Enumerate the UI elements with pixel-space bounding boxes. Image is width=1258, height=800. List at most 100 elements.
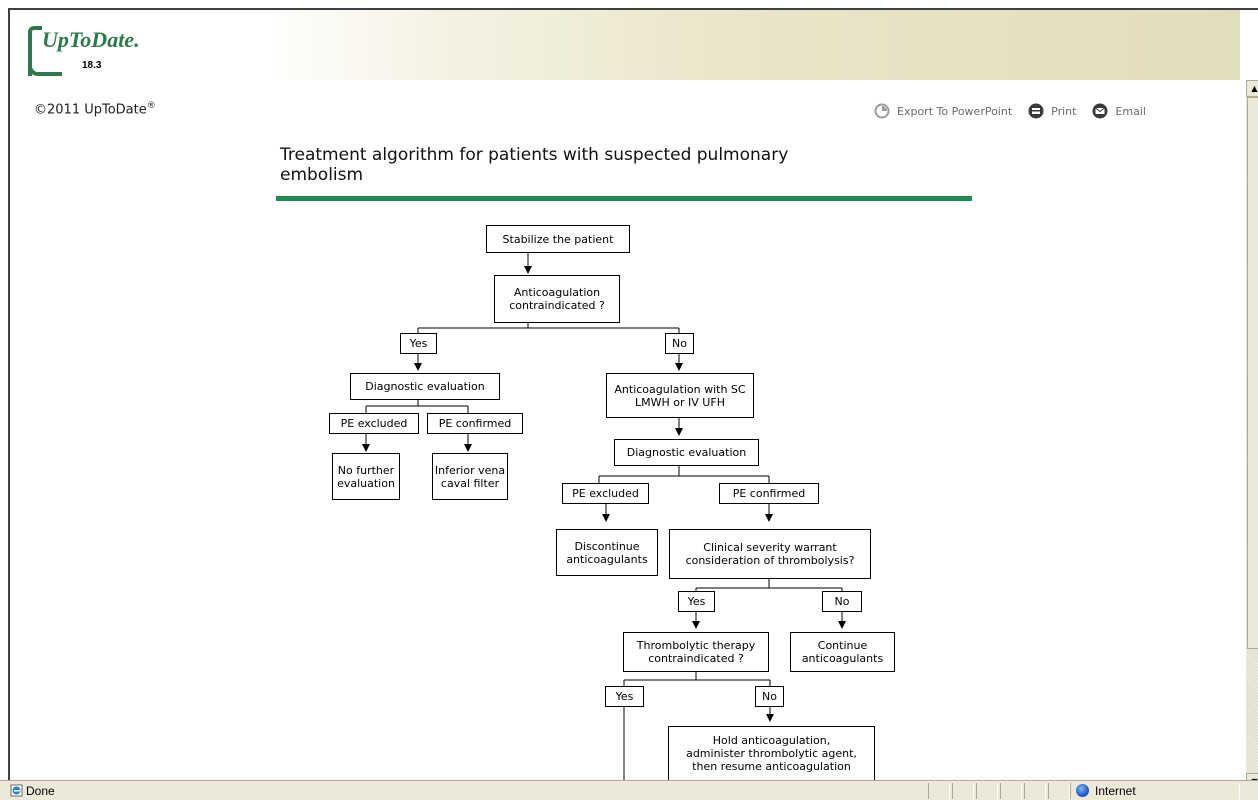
inferior-vena-caval-filter-box: Inferior vena caval filter	[432, 453, 508, 500]
diagnostic-evaluation-left-box: Diagnostic evaluation	[350, 373, 500, 400]
envelope-icon	[1092, 103, 1108, 119]
export-icon	[874, 103, 890, 119]
thrombolytic-contraindicated-box: Thrombolytic therapy contraindicated ?	[623, 632, 769, 672]
no-box-1: No	[665, 333, 694, 354]
title-underline	[276, 196, 972, 201]
status-panel-6	[1048, 783, 1070, 799]
copyright-text: ©2011 UpToDate	[34, 102, 147, 118]
discontinue-line-2: anticoagulants	[566, 552, 648, 566]
pe-excluded-right-label: PE excluded	[572, 487, 639, 500]
yes-label-2: Yes	[687, 595, 706, 608]
thrombo-contra-line-2: contraindicated ?	[648, 652, 744, 665]
yes-box-1: Yes	[400, 333, 437, 354]
no-further-line-2: evaluation	[337, 476, 395, 490]
logo-bracket-icon	[28, 26, 42, 76]
status-panel-1	[928, 783, 950, 799]
anticoag-contra-line-2: contraindicated ?	[509, 299, 605, 312]
no-label-1: No	[672, 337, 687, 350]
stabilize-label: Stabilize the patient	[502, 232, 614, 246]
export-label: Export To PowerPoint	[897, 104, 1013, 118]
hold-line-1: Hold anticoagulation,	[712, 734, 831, 747]
status-bar: Done Internet	[0, 780, 1258, 800]
scrollbar-thumb[interactable]	[1247, 97, 1258, 649]
anticoagulation-contraindicated-box: Anticoagulation contraindicated ?	[494, 275, 620, 323]
vertical-scrollbar[interactable]: ▲ ▼	[1246, 80, 1258, 780]
uptodate-logo[interactable]: UpToDate. 18.3	[28, 22, 140, 76]
status-panel-2	[952, 783, 974, 799]
ivc-line-2: caval filter	[440, 476, 500, 490]
continue-anticoagulants-box: Continue anticoagulants	[790, 632, 895, 672]
logo-version: 18.3	[82, 60, 102, 71]
yes-box-2: Yes	[678, 591, 715, 612]
no-further-evaluation-box: No further evaluation	[332, 453, 400, 500]
security-zone-text: Internet	[1095, 784, 1136, 798]
hold-anticoagulation-box: Hold anticoagulation, administer thrombo…	[668, 726, 875, 780]
diag-eval-right-label: Diagnostic evaluation	[626, 446, 747, 459]
no-further-line-1: No further	[337, 463, 395, 477]
severity-line-2: consideration of thrombolysis?	[685, 554, 855, 567]
header-banner: UpToDate. 18.3	[10, 10, 1240, 80]
print-button[interactable]: Print	[1028, 103, 1076, 119]
discontinue-anticoagulants-box: Discontinue anticoagulants	[556, 529, 658, 576]
pe-excluded-left-box: PE excluded	[329, 413, 419, 434]
pe-confirmed-right-box: PE confirmed	[719, 483, 819, 504]
logo-swoosh-icon	[28, 62, 62, 76]
continue-line-1: Continue	[817, 639, 868, 652]
logo-text: UpToDate.	[42, 27, 140, 52]
export-powerpoint-button[interactable]: Export To PowerPoint	[874, 103, 1012, 119]
flowchart-connectors	[362, 253, 846, 780]
copyright-notice: ©2011 UpToDate®	[34, 101, 156, 117]
discontinue-line-1: Discontinue	[574, 539, 640, 553]
no-label-3: No	[762, 690, 777, 703]
scroll-up-button[interactable]: ▲	[1246, 80, 1258, 97]
ivc-line-1: Inferior vena	[434, 463, 506, 477]
continue-line-2: anticoagulants	[801, 652, 884, 665]
yes-label-3: Yes	[615, 690, 634, 703]
thrombo-contra-line-1: Thrombolytic therapy	[636, 639, 756, 652]
pe-confirmed-right-label: PE confirmed	[732, 487, 806, 500]
pe-confirmed-left-box: PE confirmed	[427, 413, 523, 434]
yes-label-1: Yes	[409, 337, 428, 350]
page-done-icon	[10, 784, 23, 797]
pe-excluded-left-label: PE excluded	[340, 417, 408, 430]
anticoag-sc-line-1: Anticoagulation with SC	[614, 382, 746, 396]
scroll-up-arrow-icon: ▲	[1251, 84, 1258, 93]
security-zone-panel	[1070, 783, 1240, 799]
pe-confirmed-left-label: PE confirmed	[438, 417, 512, 430]
internet-globe-icon	[1076, 784, 1089, 797]
severity-line-1: Clinical severity warrant	[703, 541, 837, 554]
registered-mark: ®	[146, 101, 156, 111]
hold-line-3: then resume anticoagulation	[692, 760, 851, 773]
no-box-2: No	[822, 591, 862, 612]
anticoag-sc-line-2: LMWH or IV UFH	[635, 395, 725, 409]
clinical-severity-box: Clinical severity warrant consideration …	[669, 529, 871, 579]
email-label: Email	[1115, 104, 1146, 118]
status-text: Done	[26, 784, 55, 798]
no-box-3: No	[755, 686, 784, 707]
topic-toolbar: Export To PowerPoint Print Email	[874, 103, 1162, 119]
printer-icon	[1028, 103, 1044, 119]
print-label: Print	[1051, 104, 1077, 118]
status-panel-3	[976, 783, 998, 799]
scroll-down-arrow-icon: ▼	[1251, 777, 1257, 780]
window-top-edge	[0, 0, 1258, 8]
status-panel-5	[1024, 783, 1046, 799]
browser-content-frame: UpToDate. 18.3 ©2011 UpToDate® Export To…	[8, 8, 1258, 780]
hold-line-2: administer thrombolytic agent,	[686, 747, 857, 760]
stabilize-patient-box: Stabilize the patient	[486, 225, 630, 253]
email-button[interactable]: Email	[1092, 103, 1146, 119]
anticoag-contra-line-1: Anticoagulation	[513, 286, 601, 299]
title-line-2: embolism	[280, 165, 364, 185]
yes-box-3: Yes	[605, 686, 644, 707]
diagnostic-evaluation-right-box: Diagnostic evaluation	[614, 439, 759, 466]
pe-excluded-right-box: PE excluded	[562, 483, 649, 504]
scrollbar-track[interactable]	[1246, 97, 1258, 777]
status-panel-4	[1000, 783, 1022, 799]
scroll-down-button[interactable]: ▼	[1246, 773, 1258, 780]
diag-eval-left-label: Diagnostic evaluation	[365, 380, 485, 393]
logo-area: UpToDate. 18.3	[10, 10, 275, 80]
no-label-2: No	[834, 595, 850, 608]
title-line-1: Treatment algorithm for patients with su…	[280, 145, 789, 165]
anticoagulation-sc-box: Anticoagulation with SC LMWH or IV UFH	[606, 373, 754, 418]
page-title: Treatment algorithm for patients with su…	[280, 145, 930, 185]
